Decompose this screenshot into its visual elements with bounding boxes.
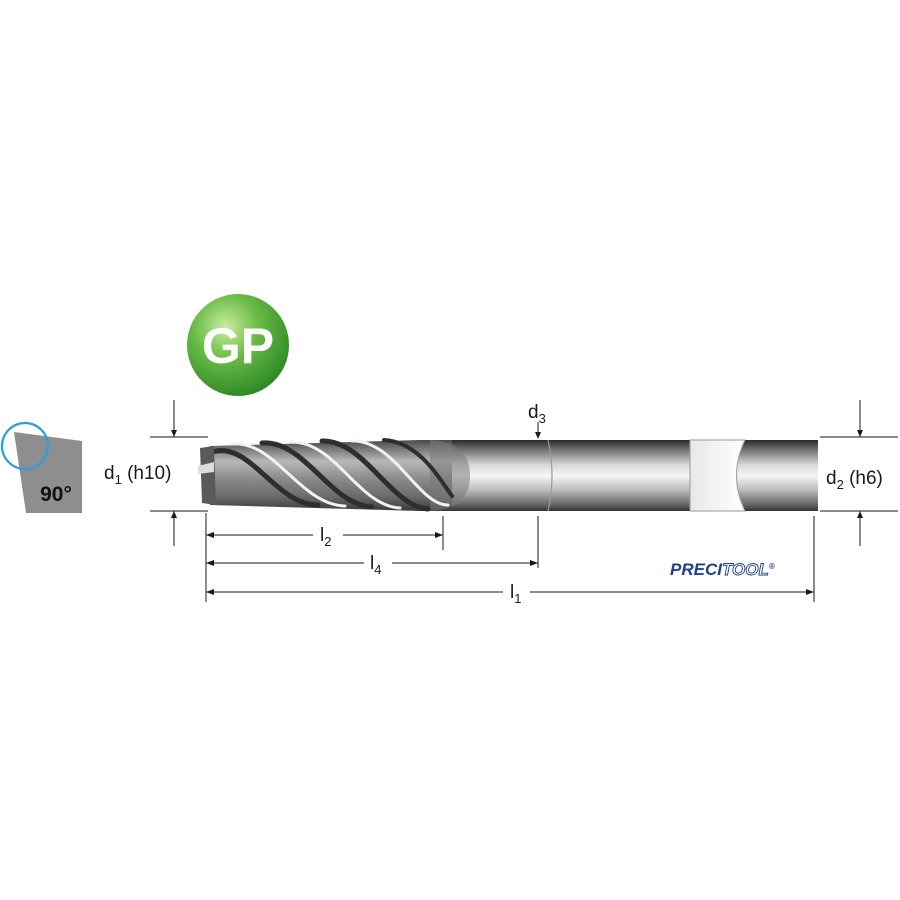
cutting-edge-highlight	[198, 462, 214, 474]
gp-badge: GP	[187, 294, 289, 396]
flute-runout	[430, 440, 470, 511]
gp-badge-label: GP	[202, 318, 274, 374]
d1-label: d1 (h10)	[104, 463, 171, 487]
cutting-end	[200, 446, 216, 505]
l2-label: l2	[320, 525, 331, 549]
l1-label: l1	[510, 582, 521, 606]
brand-text: PRECITOOL®	[670, 560, 775, 579]
dimension-d3: d3	[528, 402, 546, 439]
end-mill-tool	[198, 438, 818, 512]
length-extension-lines	[205, 513, 815, 602]
dimension-l2: l2	[206, 525, 443, 549]
angle-label: 90°	[40, 483, 72, 506]
helix-flutes	[209, 438, 454, 512]
shank-flat	[689, 439, 746, 512]
dimension-l1: l1	[206, 582, 814, 606]
d2-label: d2 (h6)	[826, 468, 883, 492]
precitool-logo: PRECITOOL®	[670, 560, 775, 580]
shank	[452, 440, 818, 511]
l4-label: l4	[370, 553, 381, 577]
d3-label: d3	[528, 402, 546, 426]
dimension-d1: d1 (h10)	[104, 400, 208, 546]
angle-shape	[14, 432, 82, 513]
dimension-l4: l4	[206, 553, 538, 577]
angle-symbol: 90°	[0, 421, 82, 513]
neck-ring	[547, 439, 553, 512]
gp-badge-circle	[187, 294, 289, 396]
angle-ring-icon	[0, 421, 50, 471]
dimension-d2: d2 (h6)	[820, 400, 898, 546]
